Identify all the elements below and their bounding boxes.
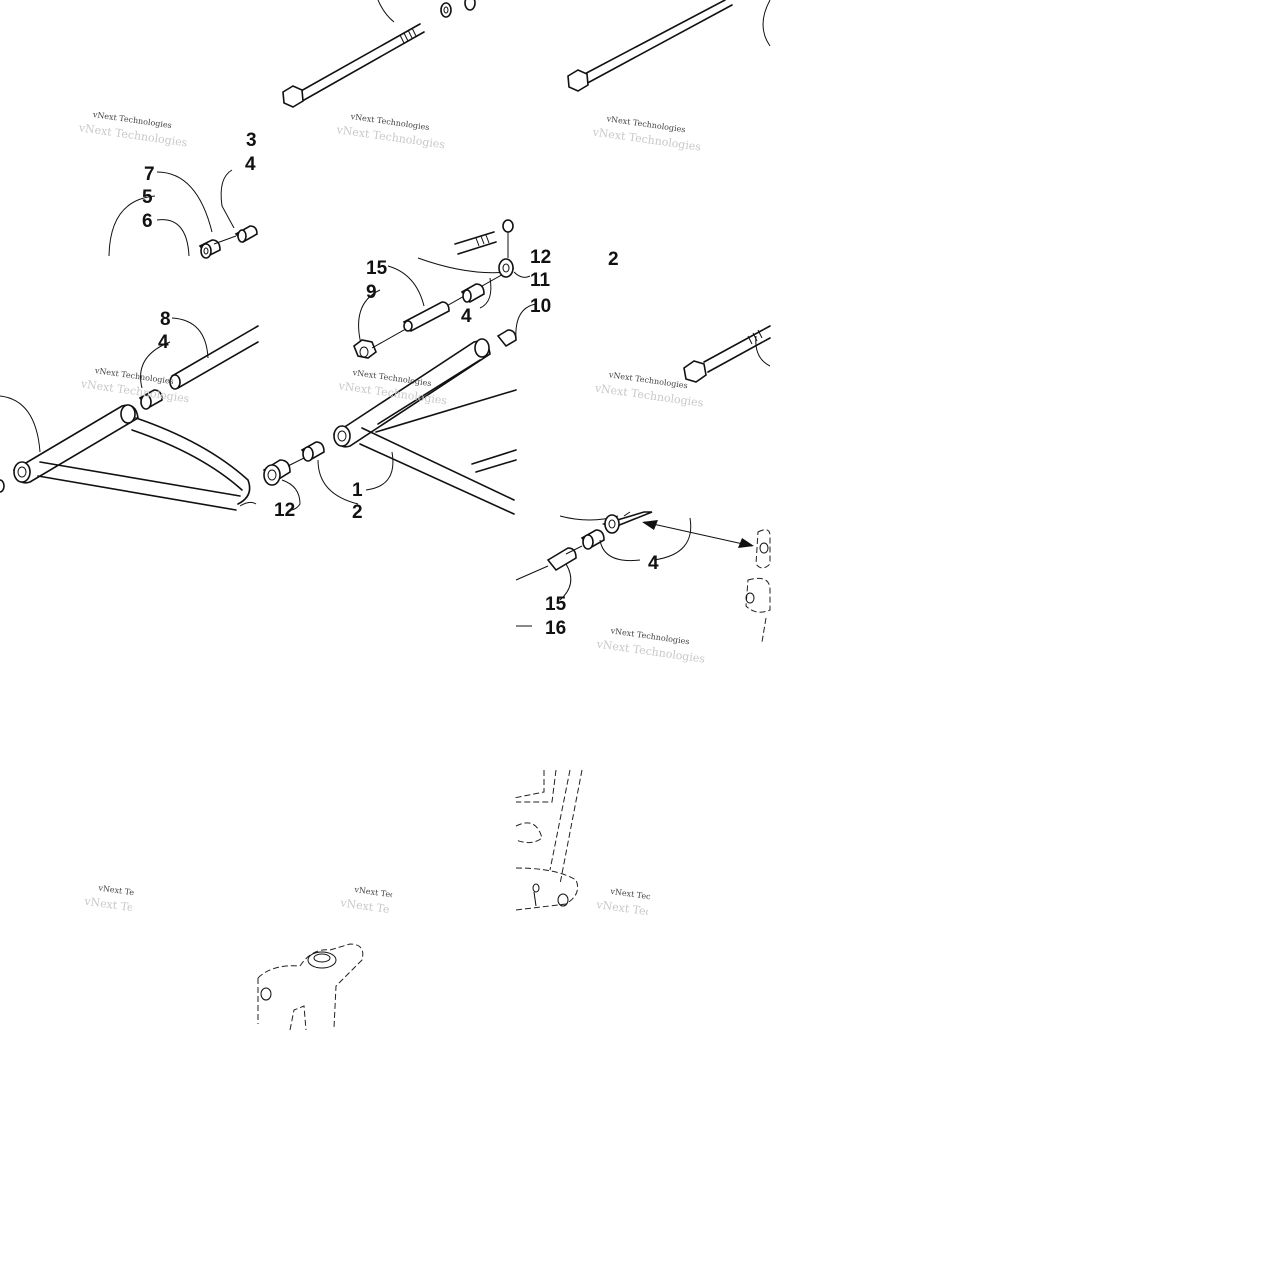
callout-2: 2 (608, 249, 619, 270)
a-arm-left (0, 395, 257, 511)
svg-text:vNext Technologies: vNext Technologies (593, 381, 704, 409)
long-bolt-left (282, 0, 425, 108)
svg-text:vNext Technologies: vNext Technologies (77, 121, 188, 149)
callout-9: 9 (366, 282, 377, 303)
callout-4: 4 (648, 553, 659, 574)
callout-12: 12 (274, 500, 295, 521)
callout-11: 11 (530, 270, 551, 291)
callout-3: 3 (246, 130, 257, 151)
callout-4: 4 (158, 332, 169, 353)
watermark: vNext Technologies vNext Technologies (77, 110, 188, 149)
callout-15: 15 (366, 258, 388, 279)
callout-5: 5 (142, 187, 153, 208)
svg-text:vNext Technologies: vNext Technologies (591, 125, 702, 153)
bolt-right-middle (683, 325, 771, 383)
callout-2: 2 (352, 502, 363, 523)
washer-top (440, 0, 476, 18)
callout-4: 4 (461, 306, 472, 327)
watermark: vNext Technologies vNext Technologies (591, 114, 702, 153)
callout-7: 7 (144, 164, 155, 185)
callout-15: 15 (545, 594, 567, 615)
svg-text:vNext Technologies: vNext Technologies (339, 896, 450, 924)
svg-text:vNext Technologies: vNext Technologies (595, 898, 706, 926)
frame-bracket-lower-right (513, 769, 583, 911)
spindle-bracket-bottom (257, 943, 364, 1031)
lower-right-assembly (515, 511, 771, 643)
bolt-upper-center (417, 219, 514, 274)
callout-12: 12 (530, 247, 551, 268)
watermark: vNext Technologies vNext Technologies (595, 626, 706, 665)
callout-4: 4 (245, 154, 256, 175)
callout-1: 1 (352, 480, 363, 501)
a-arm-center (333, 303, 537, 515)
bushing-group-upper (108, 169, 258, 259)
svg-text:vNext Technologies: vNext Technologies (83, 894, 194, 922)
svg-text:vNext Technologies: vNext Technologies (595, 637, 706, 665)
callout-8: 8 (160, 309, 171, 330)
long-bolt-right (567, 0, 771, 92)
watermark-clipped: vNext Technologies vNext Technologies (595, 887, 706, 926)
watermark: vNext Technologies vNext Technologies (335, 112, 446, 151)
sleeve-left-upper (138, 317, 259, 410)
watermark-clipped: vNext Technologies vNext Technologies (83, 883, 194, 922)
callout-16: 16 (545, 618, 566, 639)
center-hardware-row (353, 258, 531, 359)
callout-6: 6 (142, 211, 153, 232)
watermark-clipped: vNext Technologies vNext Technologies (339, 885, 450, 924)
svg-text:vNext Technologies: vNext Technologies (335, 123, 446, 151)
bushing-row-lower-center (262, 441, 359, 511)
callout-10: 10 (530, 296, 551, 317)
